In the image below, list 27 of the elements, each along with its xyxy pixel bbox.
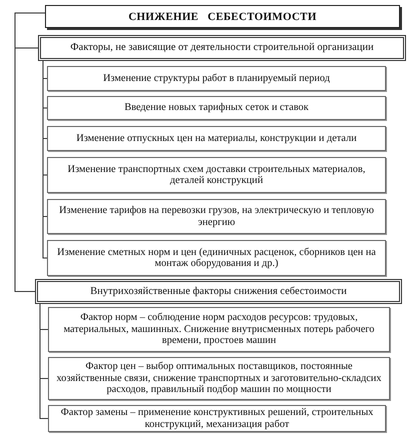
box-text: Введение новых тарифных сеток и ставок	[124, 102, 309, 114]
box-text: Фактор норм – соблюдение норм расходов ресурсов: трудовых, материальных, машинных. Снижение внутрисменных потерь рабочего времени, простоев машин	[62, 312, 376, 347]
factor-box	[47, 126, 386, 151]
category-box	[35, 279, 402, 304]
category-box	[38, 35, 406, 61]
factor-box	[47, 66, 386, 91]
box-text: Изменение структуры работ в планируемый период	[103, 72, 330, 84]
factor-box	[47, 199, 386, 234]
factor-box	[47, 240, 386, 276]
box-text: Внутрихозяйственные факторы снижения себестоимости	[90, 286, 347, 298]
title-box	[45, 5, 400, 28]
box-text: Изменение сметных норм и цен (единичных расценок, сборников цен на монтаж оборудования и др.)	[56, 246, 377, 270]
heading-text: СНИЖЕНИЕ СЕБЕСТОИМОСТИ	[128, 10, 317, 22]
box-text: Изменение транспортных схем доставки строительных материалов, деталей конструкций	[66, 164, 366, 186]
factor-box	[48, 405, 386, 432]
factor-box	[47, 157, 386, 193]
connector-line	[42, 60, 48, 258]
factor-box	[48, 357, 390, 400]
box-text: Фактор цен – выбор оптимальных поставщиков, постоянные хозяйственные связи, снижение транспортных и заготовительно-складсих расходов, правильный подбор машин по мощности	[56, 361, 382, 396]
box-text: Изменение тарифов на перевозки грузов, на электрическую и тепловую энергию	[58, 205, 375, 228]
factor-box	[47, 96, 386, 120]
box-text: Фактор замены – применение конструктивных решений, строительных конструкций, механизация работ	[60, 407, 374, 430]
factor-box	[48, 307, 390, 352]
box-text: Изменение отпускных цен на материалы, конструкции и детали	[76, 132, 357, 144]
connector-line	[14, 12, 46, 292]
box-text: Факторы, не зависящие от деятельности строительной организации	[70, 42, 374, 54]
connector-line	[40, 304, 48, 419]
